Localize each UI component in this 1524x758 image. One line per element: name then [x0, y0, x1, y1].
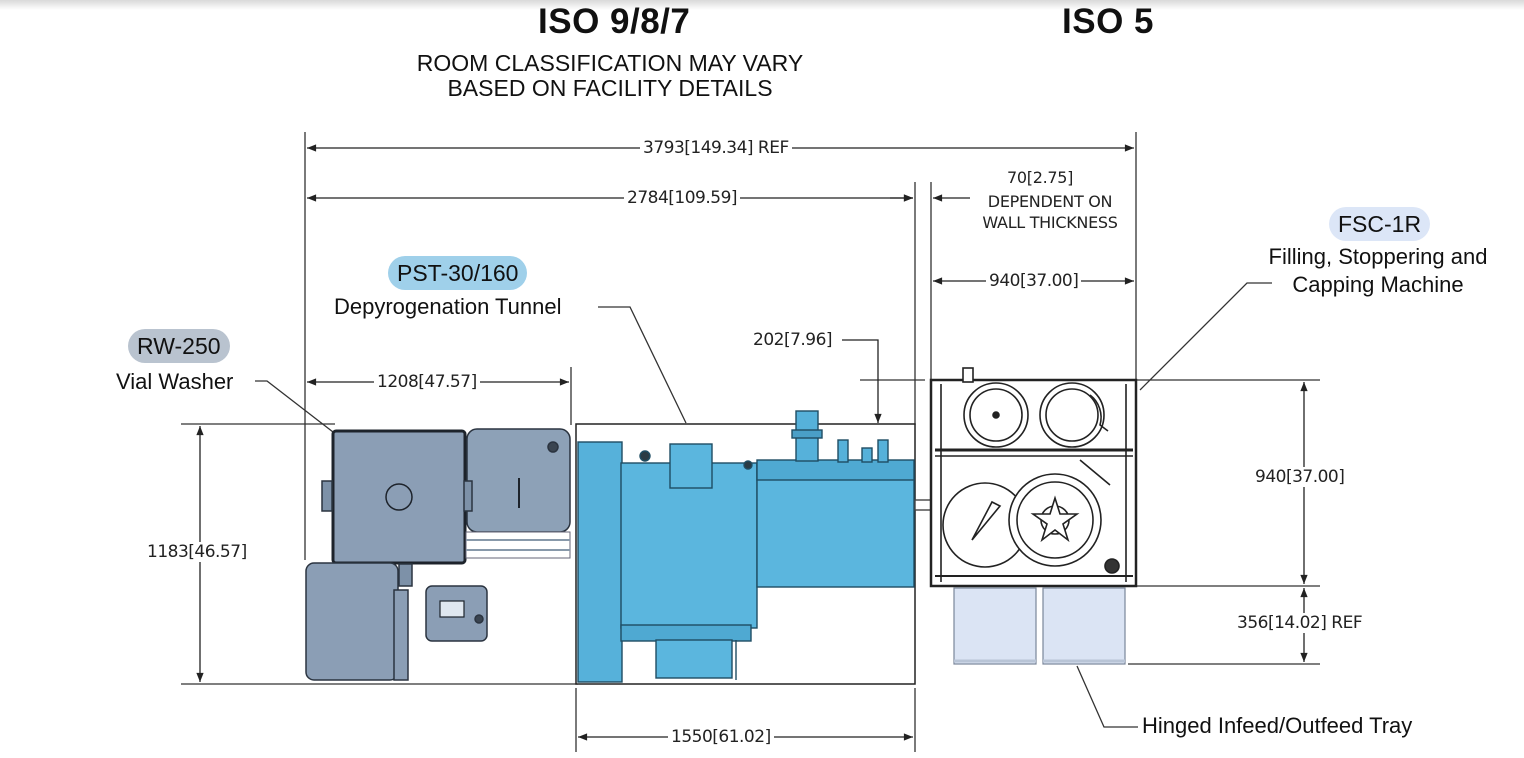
- dim-washer-length: 1208[47.57]: [374, 372, 480, 392]
- dim-filler-depth: 940[37.00]: [1252, 467, 1348, 487]
- leader-lines: [255, 282, 1272, 728]
- dim-tunnel-offset: 202[7.96]: [750, 330, 836, 350]
- dim-wall-gap: 70[2.75]: [1004, 168, 1077, 188]
- dim-overall: 3793[149.34] REF: [640, 138, 792, 158]
- filler-tag: FSC-1R: [1329, 207, 1431, 241]
- room-note-line2: BASED ON FACILITY DETAILS: [447, 75, 773, 101]
- washer-description: Vial Washer: [116, 369, 234, 395]
- filler-unit: [929, 367, 1138, 588]
- zone-iso-5-heading: ISO 5: [1062, 2, 1154, 41]
- dim-overall-height: 1183[46.57]: [144, 542, 250, 562]
- tunnel-unit: [575, 410, 934, 685]
- zone-iso-987-heading: ISO 9/8/7: [538, 2, 691, 41]
- dim-tray-depth: 356[14.02] REF: [1234, 613, 1366, 633]
- washer-unit: [305, 428, 571, 681]
- tray-unit: [953, 587, 1126, 665]
- tunnel-description: Depyrogenation Tunnel: [334, 294, 562, 320]
- tray-description: Hinged Infeed/Outfeed Tray: [1142, 713, 1413, 739]
- extension-lines: [181, 132, 1320, 752]
- filler-description-line1: Filling, Stoppering and: [1268, 244, 1488, 269]
- dim-tunnel-length: 1550[61.02]: [668, 727, 774, 747]
- tunnel-tag: PST-30/160: [388, 256, 528, 290]
- dim-wall-note-line1: DEPENDENT ON: [975, 192, 1125, 212]
- dim-wall-note-line2: WALL THICKNESS: [970, 213, 1130, 233]
- dim-iso-zone-length: 2784[109.59]: [624, 188, 741, 208]
- washer-tag: RW-250: [128, 329, 230, 363]
- top-shadow: [0, 0, 1524, 10]
- room-note-line1: ROOM CLASSIFICATION MAY VARY: [416, 50, 804, 76]
- dim-filler-length: 940[37.00]: [986, 271, 1082, 291]
- filler-description-line2: Capping Machine: [1292, 272, 1464, 297]
